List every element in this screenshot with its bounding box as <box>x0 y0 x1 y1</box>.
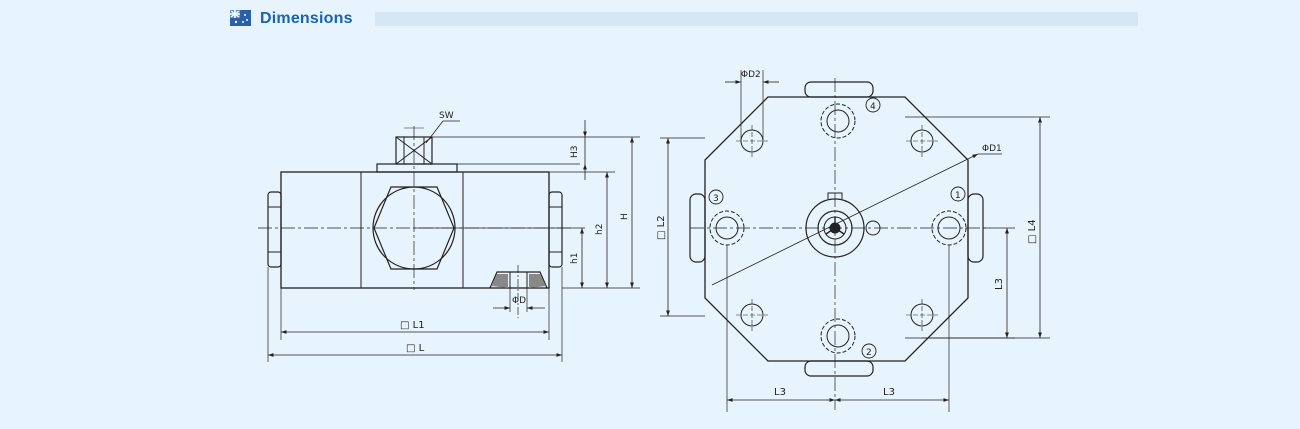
label-phi-d: ΦD <box>512 296 526 306</box>
label-l3-left: L3 <box>774 387 786 398</box>
label-phi-d1: ΦD1 <box>982 144 1002 154</box>
section-header: Dimensions <box>230 9 1140 29</box>
label-l3-vertical: L3 <box>994 278 1005 290</box>
front-view <box>258 120 640 362</box>
label-l3-right: L3 <box>883 387 895 398</box>
flag-icon <box>230 10 251 26</box>
label-h: H <box>620 213 630 220</box>
label-l: □ L <box>406 343 425 354</box>
top-view <box>660 70 1050 412</box>
label-sw: SW <box>439 111 454 121</box>
port-number-3: 3 <box>713 194 719 204</box>
title-rule <box>375 12 1138 26</box>
port-number-2: 2 <box>866 348 872 358</box>
label-h1: h1 <box>570 253 580 264</box>
label-h3: H3 <box>570 146 580 159</box>
label-h2: h2 <box>595 224 605 235</box>
label-l2: □ L2 <box>656 215 667 240</box>
front-view-labels: SW H3 h2 H h1 ΦD □ L1 □ L <box>400 111 630 354</box>
label-l1: □ L1 <box>400 320 425 331</box>
port-number-4: 4 <box>870 102 876 112</box>
section-title: Dimensions <box>260 10 353 27</box>
top-view-labels: ΦD2 ΦD1 □ L2 □ L4 L3 L3 L3 1 2 3 4 <box>656 70 1038 398</box>
label-phi-d2: ΦD2 <box>741 70 761 80</box>
port-number-1: 1 <box>955 191 961 201</box>
label-l4: □ L4 <box>1027 219 1038 244</box>
